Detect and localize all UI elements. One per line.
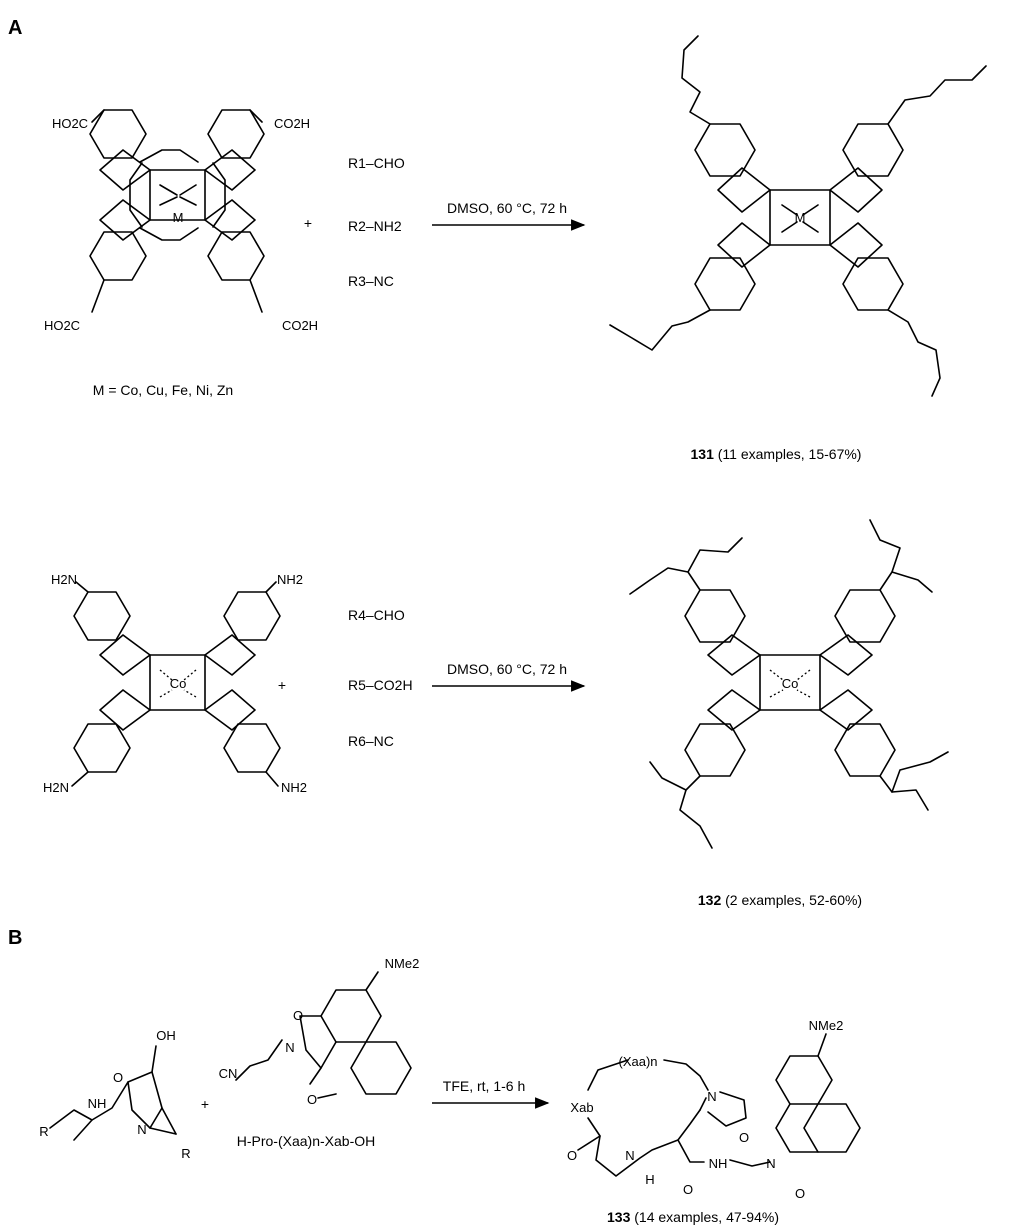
product-133-id: 133 xyxy=(607,1209,631,1225)
product-132-id: 132 xyxy=(698,892,722,908)
product-xaa-n: (Xaa)n xyxy=(618,1054,657,1069)
substituent-tr: CO2H xyxy=(274,116,310,131)
reagent-isocyanide-2: R6–NC xyxy=(348,733,394,749)
nitrile-cn: CN xyxy=(219,1066,238,1081)
amino-tr: NH2 xyxy=(277,572,303,587)
conditions-2: DMSO, 60 °C, 72 h xyxy=(447,661,567,677)
product-132-structure: Co 132 (2 examples, 52-60%) xyxy=(629,519,949,908)
reactant-phthalocyanine-amino: H2N NH2 H2N NH2 Co xyxy=(43,572,307,795)
aziridine-n: N xyxy=(137,1122,146,1137)
amino-bl: H2N xyxy=(43,780,69,795)
reagent-acid: R5–CO2H xyxy=(348,677,413,693)
product-xab: Xab xyxy=(570,1100,593,1115)
plus-sign-2: + xyxy=(278,677,286,693)
plus-sign: + xyxy=(304,215,312,231)
conditions-3: TFE, rt, 1-6 h xyxy=(443,1078,525,1094)
product-131-metal: M xyxy=(795,210,806,225)
product-131-id: 131 xyxy=(691,446,715,462)
plus-sign-3: + xyxy=(201,1096,209,1112)
reactant-naphthalimide-nitrile: NMe2 O O N CN xyxy=(219,956,420,1107)
panel-label-a: A xyxy=(8,17,22,39)
product-132-metal: Co xyxy=(782,676,799,691)
conditions: DMSO, 60 °C, 72 h xyxy=(447,200,567,216)
product-amide-nh: NH xyxy=(709,1156,728,1171)
aziridine-oh: OH xyxy=(156,1028,176,1043)
product-pyrrolidine-n: N xyxy=(707,1089,716,1104)
product-132-caption: 132 (2 examples, 52-60%) xyxy=(698,892,862,908)
product-133-caption: 133 (14 examples, 47-94%) xyxy=(607,1209,779,1225)
product-132-note: (2 examples, 52-60%) xyxy=(725,892,862,908)
cobalt-center: Co xyxy=(170,676,187,691)
product-o-4: O xyxy=(795,1186,805,1201)
product-131-structure: M 131 (11 examples, 15-67%) xyxy=(609,35,987,462)
product-o-2: O xyxy=(683,1182,693,1197)
panel-label-b: B xyxy=(8,927,22,949)
reagent-aldehyde: R1–CHO xyxy=(348,155,405,171)
amino-br: NH2 xyxy=(281,780,307,795)
aziridine-r-left: R xyxy=(39,1124,48,1139)
product-o-3: O xyxy=(739,1130,749,1145)
peptide-reagent: H-Pro-(Xaa)n-Xab-OH xyxy=(237,1133,375,1149)
product-133-structure: (Xaa)n Xab N N H NH N O O O O NMe2 133 (… xyxy=(567,1018,861,1225)
amino-tl: H2N xyxy=(51,572,77,587)
substituent-br: CO2H xyxy=(282,318,318,333)
nitrile-n: N xyxy=(285,1040,294,1055)
reagent-isocyanide: R3–NC xyxy=(348,273,394,289)
nitrile-nme2: NMe2 xyxy=(385,956,420,971)
product-131-note: (11 examples, 15-67%) xyxy=(718,446,862,462)
substituent-bl: HO2C xyxy=(44,318,80,333)
aziridine-r-right: R xyxy=(181,1146,190,1161)
product-131-caption: 131 (11 examples, 15-67%) xyxy=(691,446,862,462)
reagent-amine: R2–NH2 xyxy=(348,218,402,234)
product-nme2: NMe2 xyxy=(809,1018,844,1033)
substituent-tl: HO2C xyxy=(52,116,88,131)
aziridine-nh: NH xyxy=(88,1096,107,1111)
product-o-1: O xyxy=(567,1148,577,1163)
aziridine-o: O xyxy=(113,1070,123,1085)
nitrile-o-bottom: O xyxy=(307,1092,317,1107)
product-imide-n: N xyxy=(766,1156,775,1171)
product-aziridine-h: H xyxy=(645,1172,654,1187)
nitrile-o-top: O xyxy=(293,1008,303,1023)
product-aziridine-n: N xyxy=(625,1148,634,1163)
product-133-note: (14 examples, 47-94%) xyxy=(634,1209,779,1225)
reactant-aziridine-dimer: OH NH O N R R xyxy=(39,1028,190,1161)
metal-center: M xyxy=(173,210,184,225)
metal-caption: M = Co, Cu, Fe, Ni, Zn xyxy=(93,382,233,398)
reactant-phthalocyanine-carboxylic: HO2C CO2H HO2C CO2H M M = Co, Cu, Fe, Ni… xyxy=(44,109,318,398)
reagent-aldehyde-2: R4–CHO xyxy=(348,607,405,623)
